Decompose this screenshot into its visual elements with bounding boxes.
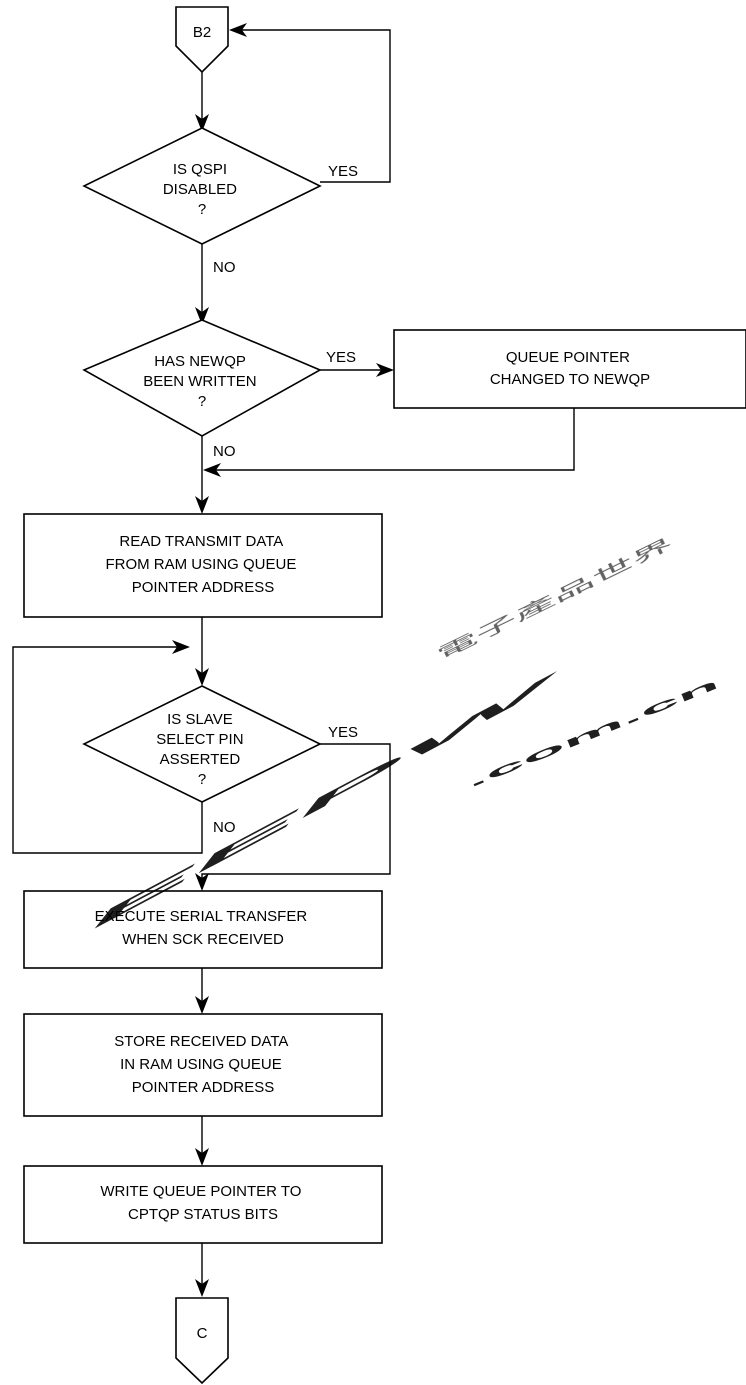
process-queue-pointer-changed: QUEUE POINTER CHANGED TO NEWQP	[393, 329, 746, 409]
start-connector-label: B2	[193, 24, 211, 41]
edge-label-no: NO	[213, 819, 236, 836]
yes-loop-line	[232, 29, 391, 183]
process-text-line: READ TRANSMIT DATA	[119, 533, 283, 550]
process-write-queue-pointer: WRITE QUEUE POINTER TO CPTQP STATUS BITS	[23, 1165, 383, 1244]
arrowhead	[195, 668, 209, 686]
svg-text:IS QSPI DISABLED ?: IS QSPI DISABLED ?	[163, 161, 241, 218]
process-text-line: FROM RAM USING QUEUE	[105, 556, 296, 573]
process-read-transmit: READ TRANSMIT DATA FROM RAM USING QUEUE …	[23, 513, 383, 618]
decision-text-line: ?	[198, 771, 206, 788]
decision-text-line: DISABLED	[163, 181, 237, 198]
decision-text-line: HAS NEWQP	[154, 353, 246, 370]
process-text-line: POINTER ADDRESS	[132, 579, 275, 596]
svg-text:EXECUTE SERIAL TRANSFER: EXECUTE SERIAL TRANSFER WHEN SCK RECEIVE…	[95, 908, 312, 948]
svg-text:STORE RECEIVED DATA IN R: STORE RECEIVED DATA IN RAM USING QUEUE P…	[114, 1033, 292, 1096]
decision-text-line: ?	[198, 201, 206, 218]
process-text-line: STORE RECEIVED DATA	[114, 1033, 288, 1050]
end-connector: C	[175, 1297, 229, 1385]
arrowhead	[172, 640, 190, 654]
decision-text-line: IS QSPI	[173, 161, 227, 178]
watermark-chinese: 電子產品世界	[434, 533, 676, 663]
end-connector-label: C	[197, 1325, 208, 1342]
return-line	[210, 408, 575, 471]
decision-newqp-written: HAS NEWQP BEEN WRITTEN ?	[82, 319, 322, 437]
decision-text-line: ?	[198, 393, 206, 410]
decision-text-line: IS SLAVE	[167, 711, 233, 728]
edge-label-no: NO	[213, 443, 236, 460]
edge-label-no: NO	[213, 259, 236, 276]
arrowhead	[195, 496, 209, 514]
process-execute-transfer: EXECUTE SERIAL TRANSFER WHEN SCK RECEIVE…	[23, 890, 383, 969]
arrowhead	[195, 114, 209, 132]
process-text-line: QUEUE POINTER	[506, 349, 630, 366]
process-text-line: WRITE QUEUE POINTER TO	[100, 1183, 301, 1200]
arrowhead	[195, 1148, 209, 1166]
no-loop-line	[12, 646, 203, 854]
process-text-line: POINTER ADDRESS	[132, 1079, 275, 1096]
process-text-line: IN RAM USING QUEUE	[120, 1056, 282, 1073]
start-connector: B2	[175, 6, 229, 74]
edge-label-yes: YES	[328, 724, 358, 741]
arrowhead	[195, 1279, 209, 1297]
process-text-line: CPTQP STATUS BITS	[128, 1206, 278, 1223]
svg-text:QUEUE POINTER CHANGED TO: QUEUE POINTER CHANGED TO NEWQP	[490, 349, 650, 388]
decision-text-line: SELECT PIN	[156, 731, 243, 748]
arrowhead	[195, 873, 209, 891]
edge-label-yes: YES	[326, 349, 356, 366]
watermark-domain: .com.cn	[465, 675, 722, 792]
svg-text:HAS NEWQP BEEN WRITTEN: HAS NEWQP BEEN WRITTEN ?	[143, 353, 261, 410]
process-text-line: EXECUTE SERIAL TRANSFER	[95, 908, 308, 925]
svg-text:IS SLAVE SELECT PIN: IS SLAVE SELECT PIN ASSERTED ?	[156, 711, 247, 788]
arrowhead	[203, 463, 221, 477]
process-text-line: WHEN SCK RECEIVED	[122, 931, 284, 948]
arrowhead	[376, 363, 394, 377]
edge-label-yes: YES	[328, 163, 358, 180]
arrowhead	[229, 23, 247, 37]
svg-text:READ TRANSMIT DATA FROM: READ TRANSMIT DATA FROM RAM USING QUEUE …	[105, 533, 300, 596]
decision-slave-select: IS SLAVE SELECT PIN ASSERTED ?	[82, 685, 322, 803]
decision-qspi-disabled: IS QSPI DISABLED ?	[82, 127, 322, 245]
yes-line	[201, 743, 391, 885]
process-store-received: STORE RECEIVED DATA IN RAM USING QUEUE P…	[23, 1013, 383, 1117]
arrowhead	[195, 996, 209, 1014]
arrowhead	[195, 307, 209, 325]
decision-text-line: BEEN WRITTEN	[143, 373, 256, 390]
decision-text-line: ASSERTED	[160, 751, 241, 768]
svg-text:WRITE QUEUE POINTER TO C: WRITE QUEUE POINTER TO CPTQP STATUS BITS	[100, 1183, 305, 1223]
process-text-line: CHANGED TO NEWQP	[490, 371, 650, 388]
